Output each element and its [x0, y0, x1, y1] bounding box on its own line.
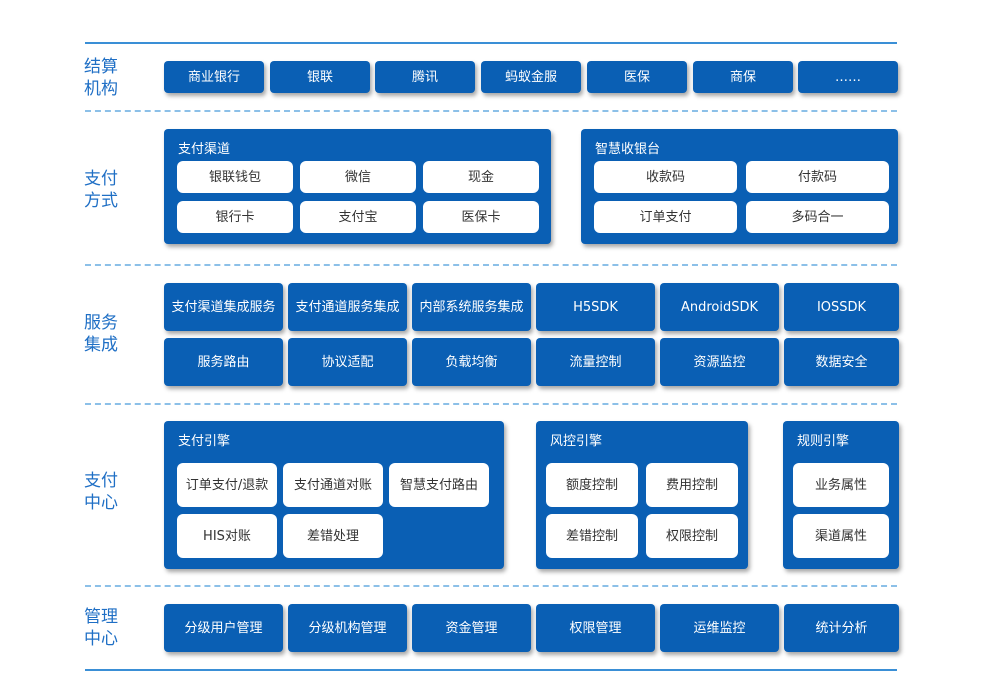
panel-title: 规则引擎: [797, 434, 850, 449]
cashier-chip: 付款码: [746, 161, 889, 193]
row-label-line: 结算: [84, 57, 118, 77]
row-label-line: 中心: [84, 629, 118, 649]
row-label-line: 管理: [84, 607, 118, 627]
row-label-line: 中心: [84, 493, 118, 513]
cell-line: 集成服务: [223, 299, 276, 315]
cell-line: 支付通道: [295, 299, 348, 315]
settlement-item: 蚂蚁金服: [481, 61, 581, 93]
risk-chip: 费用控制: [646, 463, 738, 507]
panel-title: 支付引擎: [178, 434, 231, 449]
channel-chip: 银行卡: [177, 201, 293, 233]
settlement-item: 商保: [693, 61, 793, 93]
service-bottom-cell: 服务路由: [164, 338, 283, 386]
bottom-border-line: [85, 669, 897, 671]
engine-chip: 订单支付/退款: [177, 463, 277, 507]
row-label-line: 支付: [84, 471, 118, 491]
channel-chip: 微信: [300, 161, 416, 193]
divider-payment-methods: [85, 264, 897, 266]
row-label-line: 方式: [84, 191, 118, 211]
channel-chip: 现金: [423, 161, 539, 193]
rule-chip: 渠道属性: [793, 514, 889, 558]
risk-chip: 差错控制: [546, 514, 638, 558]
management-cell: 运维监控: [660, 604, 779, 652]
chip-line: 对账: [224, 528, 251, 544]
chip-line: 支付路由: [426, 477, 479, 493]
panel-rule-engine: 规则引擎 业务属性 渠道属性: [783, 421, 899, 569]
divider-payment-center: [85, 585, 897, 587]
row-label-payment-methods: 支付 方式: [84, 168, 144, 212]
row-label-settlement: 结算 机构: [84, 56, 144, 100]
cell-line: H5: [573, 299, 592, 315]
cashier-chip: 多码合一: [746, 201, 889, 233]
chip-line: 订单: [185, 477, 212, 493]
cashier-chip: 订单支付: [594, 201, 737, 233]
service-bottom-cell: 协议适配: [288, 338, 407, 386]
settlement-item: 腾讯: [375, 61, 475, 93]
cell-line: SDK: [591, 299, 618, 315]
cell-line: 服务集成: [471, 299, 524, 315]
service-bottom-cell: 数据安全: [784, 338, 899, 386]
panel-title: 风控引擎: [550, 434, 603, 449]
settlement-item-more: ……: [798, 61, 898, 93]
row-label-service-integration: 服务 集成: [84, 312, 144, 356]
row-label-line: 机构: [84, 79, 118, 99]
chip-line: 支付/退款: [211, 477, 269, 493]
channel-chip: 支付宝: [300, 201, 416, 233]
panel-title: 智慧收银台: [595, 142, 661, 157]
engine-chip: 支付通道对账: [283, 463, 383, 507]
cashier-chip: 收款码: [594, 161, 737, 193]
management-cell: 资金管理: [412, 604, 531, 652]
chip-line: 支付通道: [293, 477, 346, 493]
panel-title: 支付渠道: [178, 142, 231, 157]
row-label-line: 服务: [84, 313, 118, 333]
risk-chip: 额度控制: [546, 463, 638, 507]
row-label-line: 支付: [84, 169, 118, 189]
management-cell: 权限管理: [536, 604, 655, 652]
row-label-line: 集成: [84, 335, 118, 355]
service-top-cell: 支付渠道集成服务: [164, 283, 283, 331]
chip-line: 差错处理: [306, 528, 359, 544]
cell-line: SDK: [731, 299, 759, 315]
risk-chip: 权限控制: [646, 514, 738, 558]
cell-line: 服务集成: [347, 299, 400, 315]
service-bottom-cell: 负载均衡: [412, 338, 531, 386]
engine-chip: 差错处理: [283, 514, 383, 558]
management-cell: 分级机构管理: [288, 604, 407, 652]
service-top-cell: 内部系统服务集成: [412, 283, 531, 331]
management-cell: 分级用户管理: [164, 604, 283, 652]
cell-line: SDK: [839, 299, 867, 315]
panel-risk-engine: 风控引擎 额度控制 费用控制 差错控制 权限控制: [536, 421, 748, 569]
service-bottom-cell: 流量控制: [536, 338, 655, 386]
service-bottom-cell: 资源监控: [660, 338, 779, 386]
engine-chip: 智慧支付路由: [389, 463, 489, 507]
cell-line: 内部系统: [419, 299, 472, 315]
cell-line: 支付渠道: [171, 299, 224, 315]
chip-line: 智慧: [399, 477, 426, 493]
cell-line: Android: [680, 299, 732, 315]
panel-payment-channels: 支付渠道 银联钱包 微信 现金 银行卡 支付宝 医保卡: [164, 129, 551, 244]
management-cell: 统计分析: [784, 604, 899, 652]
divider-settlement: [85, 110, 897, 112]
chip-line: HIS: [203, 528, 225, 544]
row-label-management-center: 管理 中心: [84, 606, 144, 650]
row-label-payment-center: 支付 中心: [84, 470, 144, 514]
settlement-item: 医保: [587, 61, 687, 93]
settlement-item: 银联: [270, 61, 370, 93]
service-top-cell: 支付通道服务集成: [288, 283, 407, 331]
panel-smart-cashier: 智慧收银台 收款码 付款码 订单支付 多码合一: [581, 129, 898, 244]
channel-chip: 医保卡: [423, 201, 539, 233]
channel-chip: 银联钱包: [177, 161, 293, 193]
settlement-item: 商业银行: [164, 61, 264, 93]
rule-chip: 业务属性: [793, 463, 889, 507]
divider-service-integration: [85, 403, 897, 405]
chip-line: 对账: [346, 477, 373, 493]
top-border-line: [85, 42, 897, 44]
cell-line: IOS: [816, 299, 840, 315]
